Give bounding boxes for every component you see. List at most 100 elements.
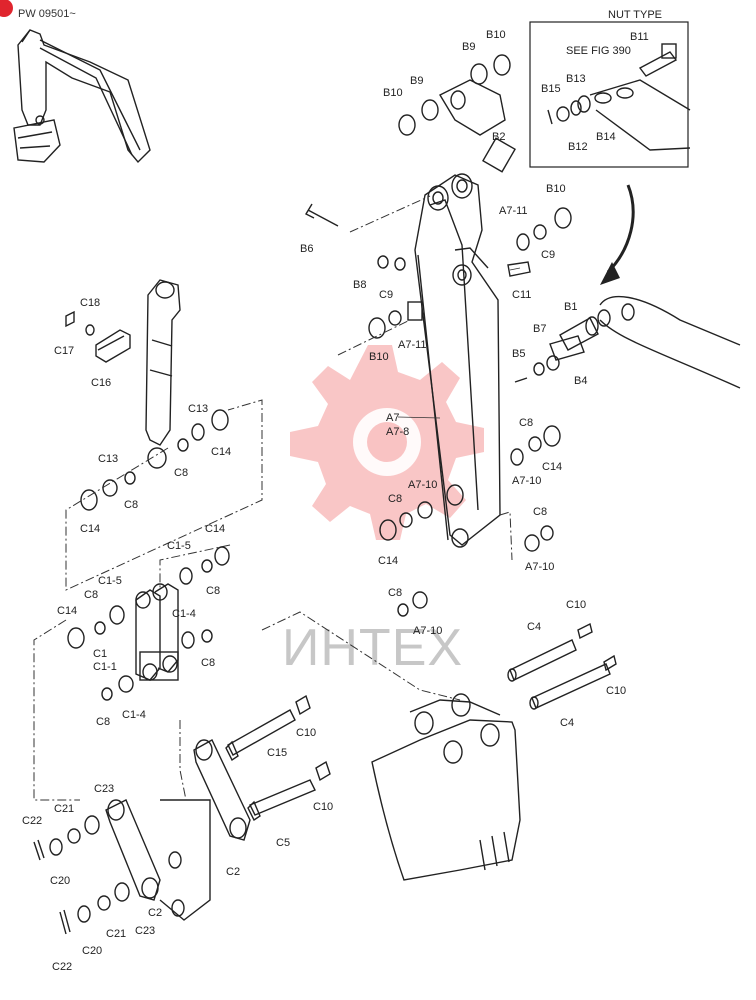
label-b10: B10: [546, 183, 566, 195]
boom-end: [597, 295, 741, 389]
label-a7: A7: [386, 412, 399, 424]
label-b15: B15: [541, 83, 561, 95]
label-c10: C10: [296, 727, 316, 739]
label-c20: C20: [50, 875, 70, 887]
nut-type-washers: [547, 95, 591, 125]
label-c20: C20: [82, 945, 102, 957]
label-c21: C21: [106, 928, 126, 940]
label-c1-1: C1-1: [93, 661, 117, 673]
inset-title: NUT TYPE: [608, 9, 662, 21]
pin-c15-c5-group: [225, 694, 331, 822]
label-b6: B6: [300, 243, 313, 255]
label-b1: B1: [564, 301, 577, 313]
label-c10: C10: [313, 801, 333, 813]
label-c2: C2: [226, 866, 240, 878]
label-b11: B11: [630, 31, 649, 43]
bucket-cylinder: [145, 279, 181, 469]
label-c8: C8: [519, 417, 533, 429]
nut-type-pin: [638, 43, 678, 77]
label-c10: C10: [606, 685, 626, 697]
label-c1-5: C1-5: [98, 575, 122, 587]
assembly-leader-lines: [33, 195, 513, 801]
label-c4: C4: [560, 717, 574, 729]
excavator-thumbnail: [13, 29, 151, 164]
bucket: [371, 693, 521, 881]
label-c1-4: C1-4: [122, 709, 146, 721]
watermark-gear-logo: [290, 345, 484, 540]
label-c9: C9: [379, 289, 393, 301]
upper-pin-group: [305, 54, 572, 339]
label-c8: C8: [388, 587, 402, 599]
label-c16: C16: [91, 377, 111, 389]
label-c5: C5: [276, 837, 290, 849]
label-c1: C1: [93, 648, 107, 660]
label-c8: C8: [388, 493, 402, 505]
label-c1-4: C1-4: [172, 608, 196, 620]
label-b5: B5: [512, 348, 525, 360]
label-a7-10: A7-10: [408, 479, 437, 491]
nut-type-inset: NUT TYPE SEE FIG 390: [529, 9, 691, 168]
label-b9: B9: [410, 75, 423, 87]
part-labels: B10 B9 B9 B10 B2 B11 B13 B15 B12 B14 B10…: [22, 29, 649, 973]
label-c8: C8: [174, 467, 188, 479]
label-c14: C14: [80, 523, 100, 535]
label-b13: B13: [566, 73, 586, 85]
direction-arrow: [600, 184, 635, 285]
label-c23: C23: [94, 783, 114, 795]
label-c14: C14: [205, 523, 225, 535]
arm-bushing-group: [379, 425, 561, 617]
label-b8: B8: [353, 279, 366, 291]
link-c1-assembly: [67, 546, 230, 701]
label-c17: C17: [54, 345, 74, 357]
see-fig-label: SEE FIG 390: [566, 45, 631, 57]
watermark-text: ИНТЕХ: [282, 619, 463, 677]
label-c8: C8: [96, 716, 110, 728]
label-c4: C4: [527, 621, 541, 633]
label-b14: B14: [596, 131, 616, 143]
label-c15: C15: [267, 747, 287, 759]
label-a7-11: A7-11: [499, 205, 528, 217]
label-a7-11: A7-11: [398, 339, 427, 351]
label-c18: C18: [80, 297, 100, 309]
label-c1-5: C1-5: [167, 540, 191, 552]
label-c11: C11: [512, 289, 531, 301]
label-c14: C14: [542, 461, 562, 473]
nut-type-arm: [589, 79, 691, 151]
label-b10: B10: [369, 351, 389, 363]
link-c2-assembly: [105, 739, 251, 921]
label-c8: C8: [201, 657, 215, 669]
label-c8: C8: [124, 499, 138, 511]
label-c14: C14: [211, 446, 231, 458]
label-b12: B12: [568, 141, 588, 153]
callout-leaders: [397, 267, 521, 419]
label-c9: C9: [541, 249, 555, 261]
inset-frame: [529, 21, 689, 168]
label-c8: C8: [206, 585, 220, 597]
label-c22: C22: [22, 815, 42, 827]
label-c13: C13: [188, 403, 208, 415]
label-a7-10: A7-10: [525, 561, 554, 573]
header-code: PW 09501~: [18, 8, 76, 20]
label-c22: C22: [52, 961, 72, 973]
label-c23: C23: [135, 925, 155, 937]
pin-c4-group: [507, 622, 617, 710]
label-b2: B2: [492, 131, 505, 143]
corner-badge: [0, 0, 13, 17]
pin-b1-group: [514, 316, 599, 383]
label-c8: C8: [84, 589, 98, 601]
label-c21: C21: [54, 803, 74, 815]
label-b7: B7: [533, 323, 546, 335]
label-a7-10: A7-10: [413, 625, 442, 637]
label-b10: B10: [486, 29, 506, 41]
label-c14: C14: [378, 555, 398, 567]
page-header: PW 09501~: [0, 0, 76, 20]
bracket-c16-group: [65, 310, 131, 363]
label-b9: B9: [462, 41, 475, 53]
label-c13: C13: [98, 453, 118, 465]
label-a7-10: A7-10: [512, 475, 541, 487]
label-c10: C10: [566, 599, 586, 611]
label-c2: C2: [148, 907, 162, 919]
label-b10: B10: [383, 87, 403, 99]
